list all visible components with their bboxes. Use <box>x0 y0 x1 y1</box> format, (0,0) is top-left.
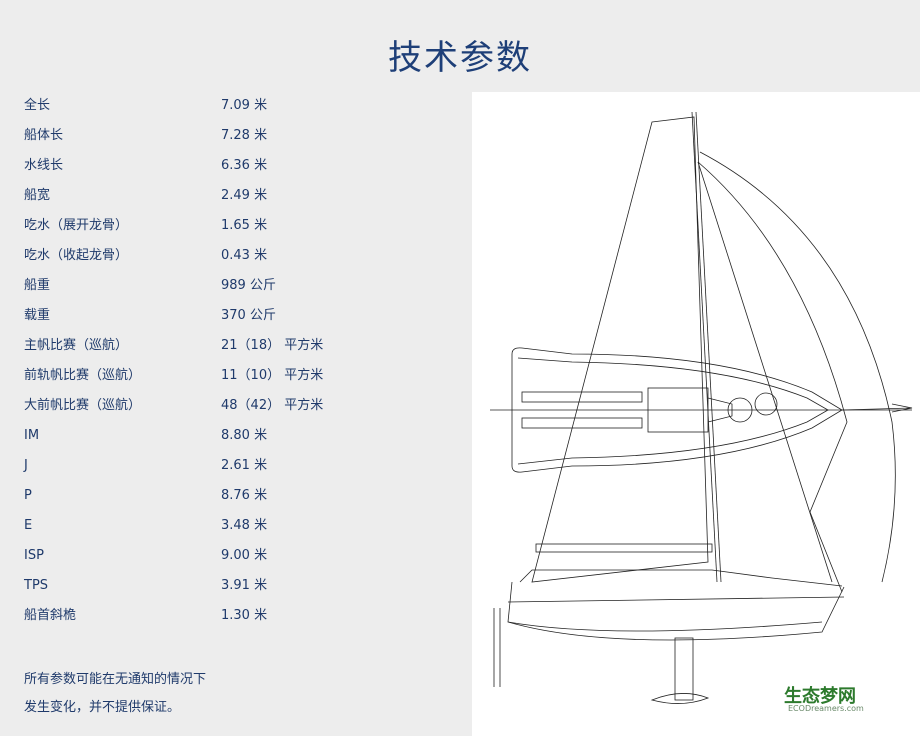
spec-list: 全长 7.09 米 船体长 7.28 米 水线长 6.36 米 船宽 2.49 米 吃水… <box>24 96 444 636</box>
hatch-circle <box>727 397 753 423</box>
spec-label: 吃水（展开龙骨） <box>24 218 129 233</box>
bowsprit-tip <box>891 403 913 413</box>
spec-value: 3.91 米 <box>221 578 268 593</box>
logo-text: 生态梦网 <box>784 686 856 707</box>
watermark-logo: 生态梦网 ECODreamers.com <box>784 682 904 722</box>
spec-value: 989 公斤 <box>221 278 276 293</box>
spec-label: 船体长 <box>24 128 64 143</box>
spec-label: 船首斜桅 <box>24 608 77 623</box>
spec-row: 全长 7.09 米 <box>24 96 444 126</box>
spec-row: E 3.48 米 <box>24 516 444 546</box>
spec-row: 船首斜桅 1.30 米 <box>24 606 444 636</box>
spec-value: 0.43 米 <box>221 248 268 263</box>
keel-bulb <box>650 693 710 704</box>
spec-value: 370 公斤 <box>221 308 276 323</box>
spec-value: 9.00 米 <box>221 548 268 563</box>
logo-subtext: ECODreamers.com <box>788 704 864 713</box>
spec-label: J <box>24 458 28 473</box>
spec-label: 船重 <box>24 278 51 293</box>
forestay-line <box>697 161 833 583</box>
spec-label: 主帆比赛（巡航） <box>24 338 129 353</box>
spec-label: 载重 <box>24 308 51 323</box>
spec-row: 吃水（展开龙骨） 1.65 米 <box>24 216 444 246</box>
mainsail-outline <box>531 116 709 583</box>
boom-rect <box>535 543 713 553</box>
spec-label: TPS <box>24 578 49 593</box>
bowsprit <box>841 407 913 411</box>
disclaimer: 所有参数可能在无通知的情况下 发生变化，并不提供保证。 <box>24 666 206 722</box>
spec-row: ISP 9.00 米 <box>24 546 444 576</box>
spec-row: 船宽 2.49 米 <box>24 186 444 216</box>
cabin-top <box>647 387 709 433</box>
spec-value: 8.76 米 <box>221 488 268 503</box>
spec-label: 前轨帆比赛（巡航） <box>24 368 142 383</box>
spec-row: 水线长 6.36 米 <box>24 156 444 186</box>
spec-label: 全长 <box>24 98 51 113</box>
deck-plan-outline <box>511 347 843 473</box>
spec-value: 3.48 米 <box>221 518 268 533</box>
spec-label: E <box>24 518 33 533</box>
spec-row: 前轨帆比赛（巡航） 11（10） 平方米 <box>24 366 444 396</box>
spec-row: P 8.76 米 <box>24 486 444 516</box>
spec-value: 2.49 米 <box>221 188 268 203</box>
spec-label: ISP <box>24 548 44 563</box>
spec-value: 8.80 米 <box>221 428 268 443</box>
hull-profile <box>507 581 845 641</box>
spec-label: 船宽 <box>24 188 51 203</box>
mast-line <box>695 111 722 583</box>
spec-label: P <box>24 488 32 503</box>
disclaimer-line: 所有参数可能在无通知的情况下 <box>24 672 207 687</box>
spinnaker-arc <box>699 151 896 583</box>
cockpit-bench <box>521 417 643 429</box>
spec-value: 11（10） 平方米 <box>221 368 324 383</box>
spec-row: 载重 370 公斤 <box>24 306 444 336</box>
spec-label: 大前帆比赛（巡航） <box>24 398 142 413</box>
hatch-circle <box>754 392 778 416</box>
spec-label: IM <box>24 428 40 443</box>
spec-value: 7.09 米 <box>221 98 268 113</box>
spec-value: 21（18） 平方米 <box>221 338 324 353</box>
spec-label: 吃水（收起龙骨） <box>24 248 129 263</box>
cabin-front <box>707 397 733 423</box>
jib-curve <box>697 161 848 593</box>
keel-strut <box>674 637 694 701</box>
sailboat-drawing: 生态梦网 ECODreamers.com <box>472 92 920 736</box>
cabin-line <box>519 569 843 587</box>
cockpit-bench <box>521 391 643 403</box>
spec-value: 6.36 米 <box>221 158 268 173</box>
disclaimer-line: 发生变化，并不提供保证。 <box>24 700 181 715</box>
hull-sheer-line <box>507 621 823 632</box>
spec-row: 吃水（收起龙骨） 0.43 米 <box>24 246 444 276</box>
spec-row: 船体长 7.28 米 <box>24 126 444 156</box>
spec-row: 大前帆比赛（巡航） 48（42） 平方米 <box>24 396 444 426</box>
spec-row: TPS 3.91 米 <box>24 576 444 606</box>
spec-row: J 2.61 米 <box>24 456 444 486</box>
deck-line <box>507 596 845 603</box>
spec-value: 1.65 米 <box>221 218 268 233</box>
spec-value: 1.30 米 <box>221 608 268 623</box>
spec-row: IM 8.80 米 <box>24 426 444 456</box>
sailboat-plan-svg <box>490 111 913 704</box>
spec-label: 水线长 <box>24 158 64 173</box>
deck-plan-inner <box>517 357 829 465</box>
page-title: 技术参数 <box>388 38 532 78</box>
spec-value: 48（42） 平方米 <box>221 398 324 413</box>
spec-row: 船重 989 公斤 <box>24 276 444 306</box>
spec-value: 7.28 米 <box>221 128 268 143</box>
spec-value: 2.61 米 <box>221 458 268 473</box>
spec-row: 主帆比赛（巡航） 21（18） 平方米 <box>24 336 444 366</box>
